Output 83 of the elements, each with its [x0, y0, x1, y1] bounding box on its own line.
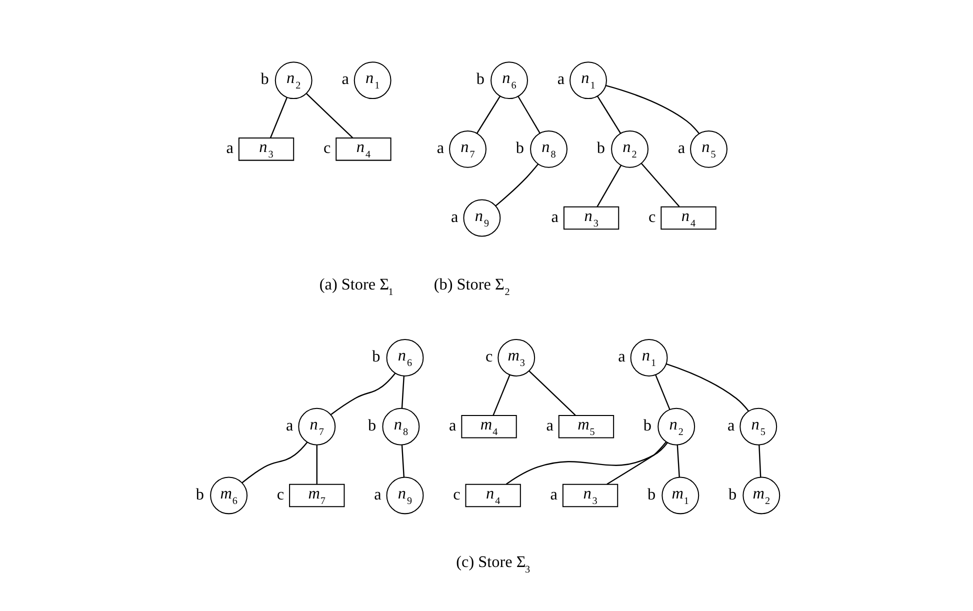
node-circle: n$_{9}$ [386, 476, 424, 514]
label: (c) Store Σ$_{3}$ [456, 553, 530, 576]
node-label: a [546, 416, 553, 434]
connector [517, 96, 540, 134]
node-circle: n$_{6}$ [490, 62, 528, 100]
connector [640, 162, 680, 207]
node-label: a [448, 416, 456, 434]
connector [241, 442, 308, 484]
node-circle: m$_{3}$ [497, 339, 535, 376]
label: (a) Store Σ$_{1}$ [318, 276, 393, 298]
node-circle: n$_{1}$ [569, 62, 606, 100]
connector [492, 374, 510, 416]
connector [758, 444, 761, 478]
node-box: m$_{7}$ [288, 484, 344, 508]
node-label: c [648, 208, 656, 226]
node-label: c [276, 485, 284, 504]
node-label: a [618, 348, 625, 366]
connector [316, 445, 317, 484]
connector [400, 376, 404, 408]
node-circle: n$_{5}$ [739, 408, 777, 446]
connector [605, 84, 700, 134]
node-label: a [556, 70, 564, 88]
node-box: n$_{4}$ [660, 206, 716, 230]
node-circle: n$_{8}$ [530, 130, 567, 168]
connector [306, 93, 352, 138]
connector [666, 363, 749, 412]
node-box: n$_{3}$ [562, 206, 619, 230]
node-box: m$_{5}$ [558, 414, 614, 438]
node-circle: n$_{2}$ [274, 62, 312, 100]
node-label: a [726, 416, 734, 434]
node-label: a [450, 208, 458, 226]
node-label: a [677, 139, 685, 158]
node-circle: n$_{1}$ [630, 339, 668, 376]
node-box: m$_{4}$ [460, 414, 516, 438]
node-circle: n$_{1}$ [353, 62, 391, 100]
connector [505, 442, 668, 485]
node-box: n$_{4}$ [335, 138, 391, 161]
connector [606, 442, 666, 485]
node-label: a [374, 485, 381, 504]
node-circle: n$_{2}$ [610, 130, 648, 168]
connector [494, 164, 538, 206]
node-label: a [436, 139, 444, 158]
node-label: a [286, 416, 293, 434]
node-label: a [226, 139, 233, 158]
connector [400, 444, 404, 478]
node-circle: n$_{5}$ [690, 130, 727, 168]
node-circle: n$_{9}$ [462, 199, 500, 237]
node-label: c [322, 139, 330, 158]
connector [596, 165, 622, 207]
node-label: b [368, 416, 376, 434]
connector [528, 370, 576, 416]
connector [676, 444, 680, 478]
node-label: b [515, 139, 524, 158]
node-circle: n$_{2}$ [657, 408, 695, 446]
node-label: b [195, 485, 204, 504]
node-box: n$_{3}$ [562, 484, 618, 508]
node-circle: n$_{7}$ [298, 408, 336, 446]
node-label: b [596, 139, 604, 158]
label: (b) Store Σ$_{2}$ [433, 276, 510, 298]
node-label: b [372, 348, 380, 366]
node-circle: m$_{1}$ [661, 476, 699, 514]
node-label: c [484, 348, 492, 366]
node-circle: n$_{8}$ [382, 408, 420, 446]
connector [476, 96, 500, 134]
node-label: b [260, 70, 268, 88]
connector [654, 374, 670, 410]
connector [269, 97, 288, 138]
node-box: n$_{3}$ [238, 138, 294, 161]
node-circle: m$_{6}$ [210, 476, 248, 514]
node-label: b [642, 416, 652, 434]
node-circle: m$_{2}$ [742, 476, 780, 514]
connector [330, 372, 396, 415]
node-box: n$_{4}$ [464, 484, 520, 508]
node-label: a [550, 208, 558, 226]
connector [596, 96, 621, 134]
node-label: c [452, 485, 460, 504]
node-label: b [476, 70, 484, 88]
node-label: a [341, 70, 348, 88]
node-label: b [728, 485, 736, 504]
node-circle: n$_{6}$ [386, 339, 424, 376]
node-circle: n$_{7}$ [448, 130, 486, 168]
node-label: b [646, 485, 656, 504]
node-label: a [550, 485, 557, 504]
